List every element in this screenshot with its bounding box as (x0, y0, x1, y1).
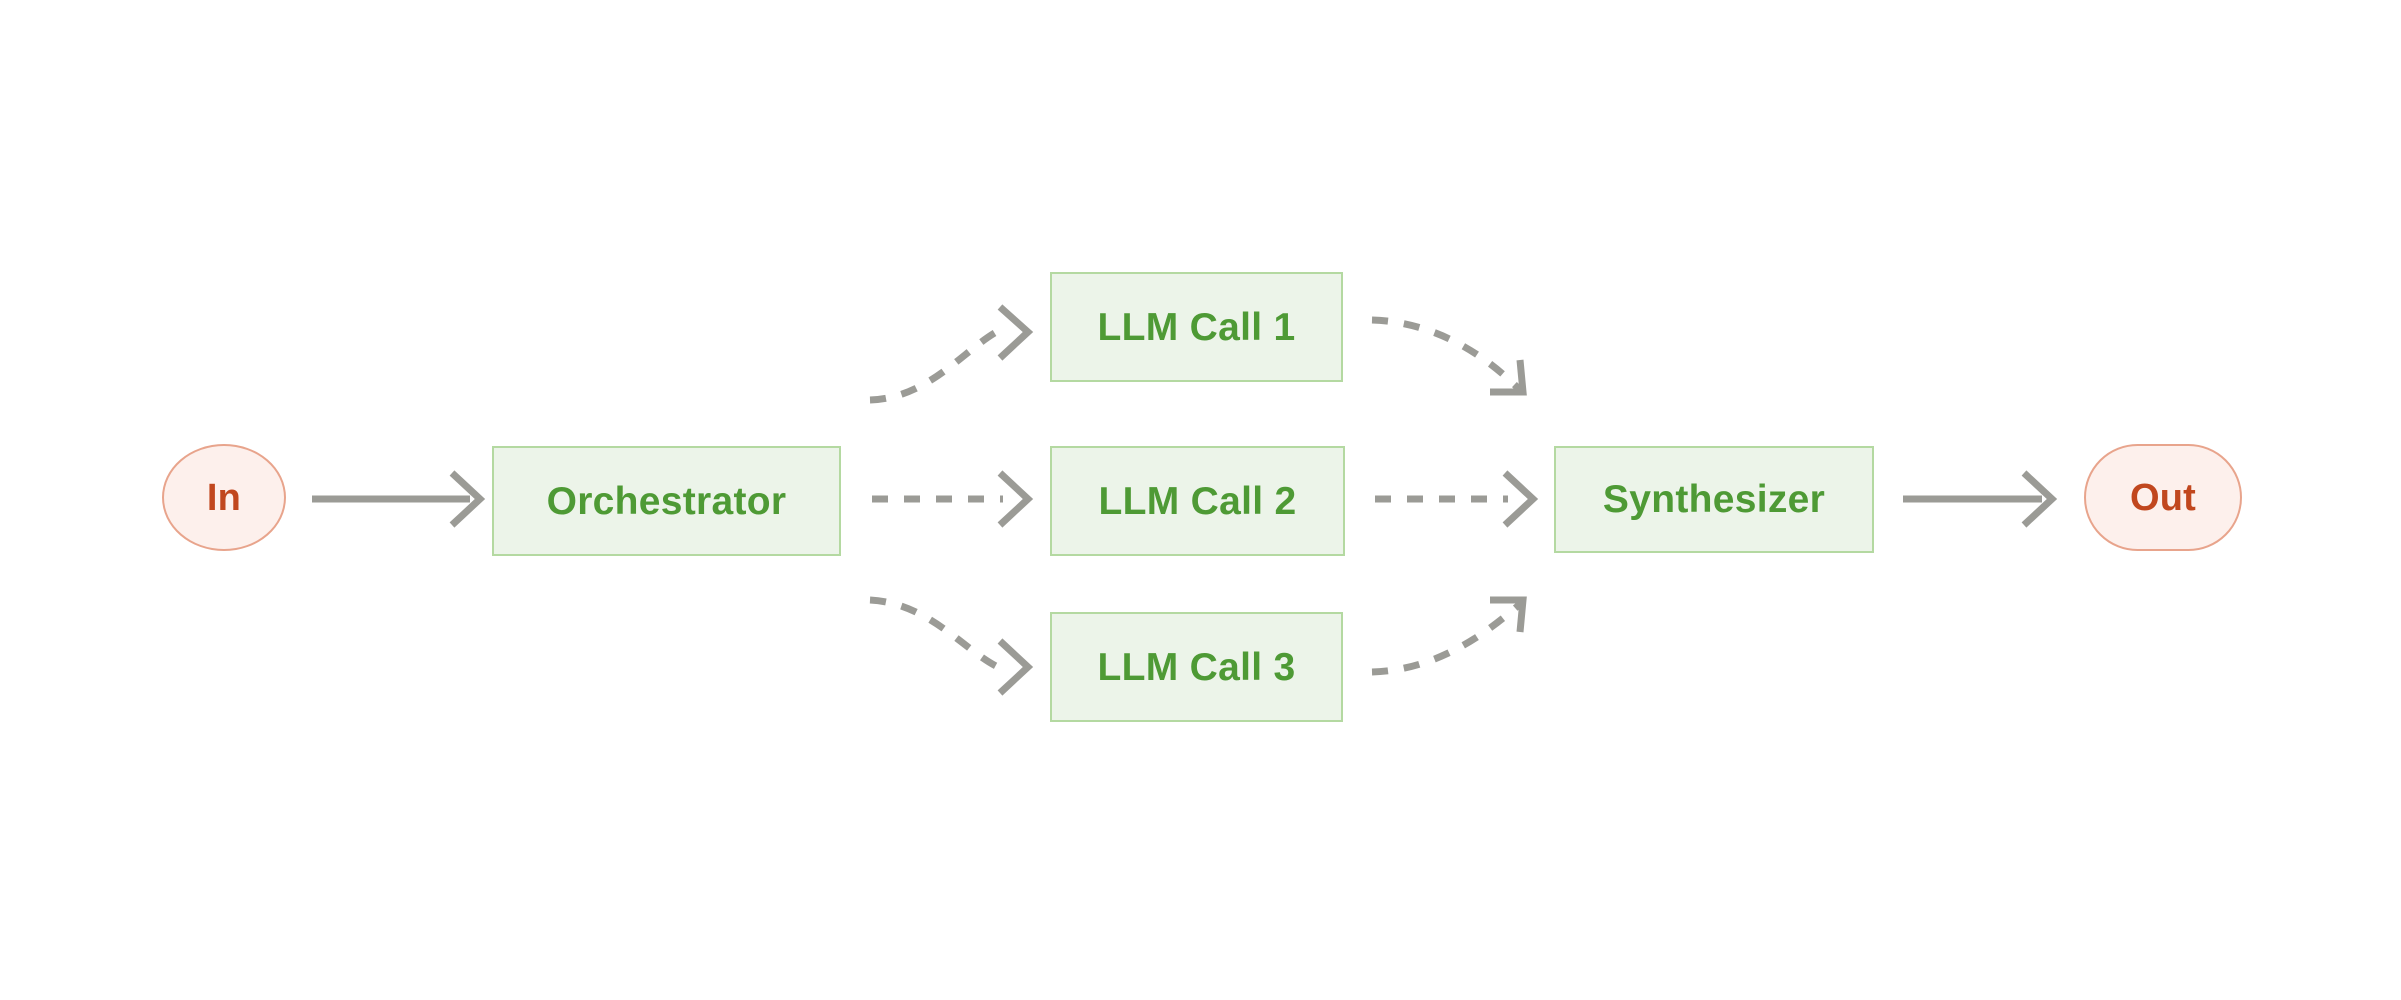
edge-synthesizer-to-out (1903, 470, 2058, 528)
node-llm-call-3-label: LLM Call 3 (1097, 645, 1296, 689)
node-llm-call-1-label: LLM Call 1 (1097, 305, 1296, 349)
node-llm-call-3[interactable]: LLM Call 3 (1050, 612, 1343, 722)
edge-orchestrator-to-llm-call-2 (872, 470, 1034, 528)
edge-llm-call-2-to-synthesizer (1375, 470, 1539, 528)
edge-llm-call-1-to-synthesizer (1371, 316, 1527, 396)
node-orchestrator-label: Orchestrator (546, 479, 787, 523)
edge-orchestrator-to-llm-call-3 (869, 596, 1034, 696)
node-llm-call-2-label: LLM Call 2 (1098, 479, 1297, 523)
edge-llm-call-3-to-synthesizer (1371, 596, 1527, 676)
node-in[interactable]: In (162, 444, 286, 551)
node-synthesizer-label: Synthesizer (1602, 478, 1826, 521)
node-out-label: Out (2129, 476, 2197, 519)
edge-orchestrator-to-llm-call-1 (869, 304, 1034, 404)
node-synthesizer[interactable]: Synthesizer (1554, 446, 1874, 553)
node-in-label: In (206, 476, 242, 519)
node-out[interactable]: Out (2084, 444, 2242, 551)
node-orchestrator[interactable]: Orchestrator (492, 446, 841, 556)
node-llm-call-2[interactable]: LLM Call 2 (1050, 446, 1345, 556)
edge-in-to-orchestrator (312, 470, 486, 528)
node-llm-call-1[interactable]: LLM Call 1 (1050, 272, 1343, 382)
